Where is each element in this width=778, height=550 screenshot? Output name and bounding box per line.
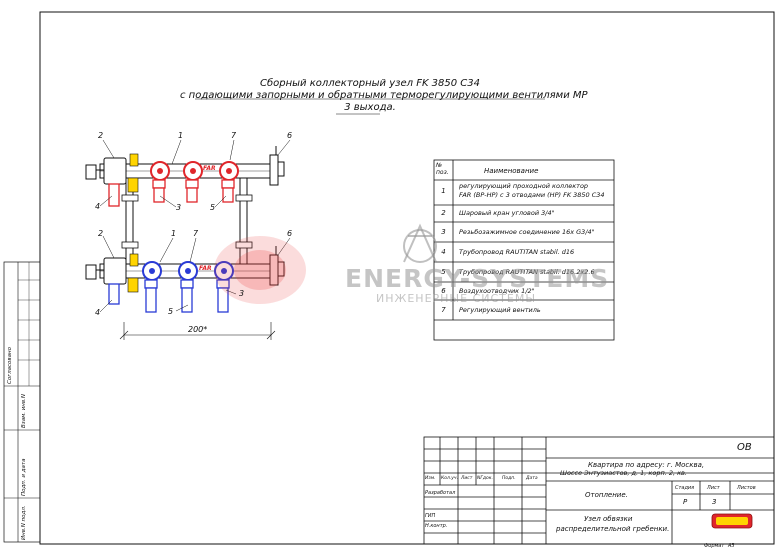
- table-cell-num: 6: [441, 287, 446, 295]
- role-label: Н.контр.: [425, 523, 448, 529]
- column-label: Кол.уч.: [441, 476, 459, 481]
- format-value: А3: [728, 543, 735, 549]
- table-cell-num: 1: [441, 187, 446, 195]
- column-label: Лист: [461, 476, 473, 481]
- table-cell-name: Трубопровод RAUTITAN stabil. d16.2x2.6: [459, 268, 595, 276]
- table-row: 2 Шаровый кран угловой 3/4": [434, 209, 614, 229]
- table-header-num: № поз.: [436, 162, 449, 176]
- stage-value: Р: [683, 498, 688, 506]
- column-label: NГдок.: [477, 476, 493, 481]
- return-manifold: [85, 246, 285, 313]
- manifold-assembly: [85, 139, 291, 340]
- supply-manifold: [85, 146, 285, 207]
- role-label: Разработал: [425, 490, 456, 496]
- drawing-name-line-1: Узел обвязки: [584, 515, 633, 523]
- column-label: Изм.: [425, 476, 436, 481]
- dimension-label: 200*: [188, 325, 208, 334]
- drawing-name-line-2: распределительной гребенки.: [556, 525, 670, 533]
- table-cell-name: Воздухоотводчик 1/2": [459, 287, 535, 295]
- callout-label: 4: [95, 308, 101, 317]
- dimension-line: [119, 322, 276, 340]
- table-cell-num: 5: [441, 268, 446, 276]
- address-line-1: Квартира по адресу: г. Москва,: [588, 461, 705, 469]
- callout-label: 7: [193, 229, 199, 238]
- document-code: ОВ: [737, 442, 752, 453]
- sheet-value: 3: [712, 498, 717, 506]
- callout-label: 7: [231, 131, 237, 140]
- table-cell-num: 2: [441, 209, 446, 217]
- side-stamp-label: Инв.N подл.: [21, 505, 27, 540]
- callout-label: 3: [176, 203, 182, 212]
- callout-label: 1: [178, 131, 184, 140]
- drawing-title-line1: Сборный коллекторный узел FK 3850 C34: [259, 78, 481, 89]
- side-stamp-label: Подп. и дата: [21, 458, 27, 496]
- callout-label: 6: [287, 229, 293, 238]
- return-outlet-2: [178, 261, 198, 313]
- table-cell-name: Регулирующий вентиль: [459, 306, 541, 314]
- table-row: 5 Трубопровод RAUTITAN stabil. d16.2x2.6: [434, 268, 614, 288]
- address-line-2: Шоссе Энтузиастов, д. 1, корп. 2, кв.: [560, 469, 687, 477]
- table-row: 4 Трубопровод RAUTITAN stabil. d16: [434, 248, 614, 268]
- stage-header: Стадия: [675, 485, 695, 491]
- column-label: Подп.: [502, 476, 516, 481]
- section-name: Отопление.: [585, 491, 628, 499]
- table-cell-num: 7: [441, 306, 446, 314]
- callout-label: 5: [210, 203, 216, 212]
- table-cell-name: регулирующий проходной коллектор: [459, 182, 589, 190]
- sheet-header: Лист: [707, 485, 720, 491]
- brand-label: FAR: [203, 165, 216, 172]
- watermark-logo: [403, 223, 437, 263]
- supply-outlet-1: [150, 161, 170, 203]
- table-row: 7 Регулирующий вентиль: [434, 306, 614, 326]
- return-outlet-1: [142, 261, 162, 313]
- callout-label: 2: [98, 229, 104, 238]
- format-label: Формат: [704, 543, 725, 549]
- table-cell-num: 3: [441, 228, 446, 236]
- side-stamp-label: Взам. инв.N: [21, 394, 27, 428]
- drawing-title-line3: 3 выхода.: [344, 102, 396, 113]
- role-label: ГИП: [425, 513, 436, 519]
- table-row: 6 Воздухоотводчик 1/2": [434, 287, 614, 307]
- callout-label: 1: [171, 229, 177, 238]
- callout-label: 5: [168, 307, 174, 316]
- return-outlet-3: [214, 261, 234, 313]
- sheets-header: Листов: [737, 485, 756, 491]
- supply-outlet-3: [219, 161, 239, 203]
- table-cell-name: Шаровый кран угловой 3/4": [459, 209, 555, 217]
- callout-label: 6: [287, 131, 293, 140]
- watermark-text: ENERGY-SYSTEMS: [345, 264, 610, 293]
- table-header-name: Наименование: [484, 167, 539, 175]
- callout-label: 3: [239, 289, 245, 298]
- table-row: 3 Резьбозажимное соединение 16х G3/4": [434, 228, 614, 248]
- spec-table: [433, 159, 615, 341]
- side-stamp-label: Согласовано: [7, 347, 13, 384]
- drawing-title-line2: с подающими запорными и обратными термор…: [180, 90, 588, 101]
- table-cell-name: Резьбозажимное соединение 16х G3/4": [459, 228, 595, 236]
- callout-label: 2: [98, 131, 104, 140]
- brand-label: FAR: [199, 265, 212, 272]
- callout-label: 4: [95, 202, 101, 211]
- watermark-subtext: ИНЖЕНЕРНЫЕ СИСТЕМЫ: [376, 292, 537, 305]
- leader-lines: [99, 139, 291, 313]
- table-cell-name: FAR (ВР-НР) с 3 отводами (НР) FK 3850 C3…: [459, 191, 605, 199]
- table-cell-num: 4: [441, 248, 446, 256]
- table-row: 1 регулирующий проходной коллектор FAR (…: [434, 182, 614, 202]
- title-block: [423, 436, 775, 545]
- table-cell-name: Трубопровод RAUTITAN stabil. d16: [459, 248, 575, 256]
- side-stamp-strip: [3, 261, 41, 543]
- supply-outlet-2: [183, 161, 203, 203]
- column-label: Дата: [526, 476, 538, 481]
